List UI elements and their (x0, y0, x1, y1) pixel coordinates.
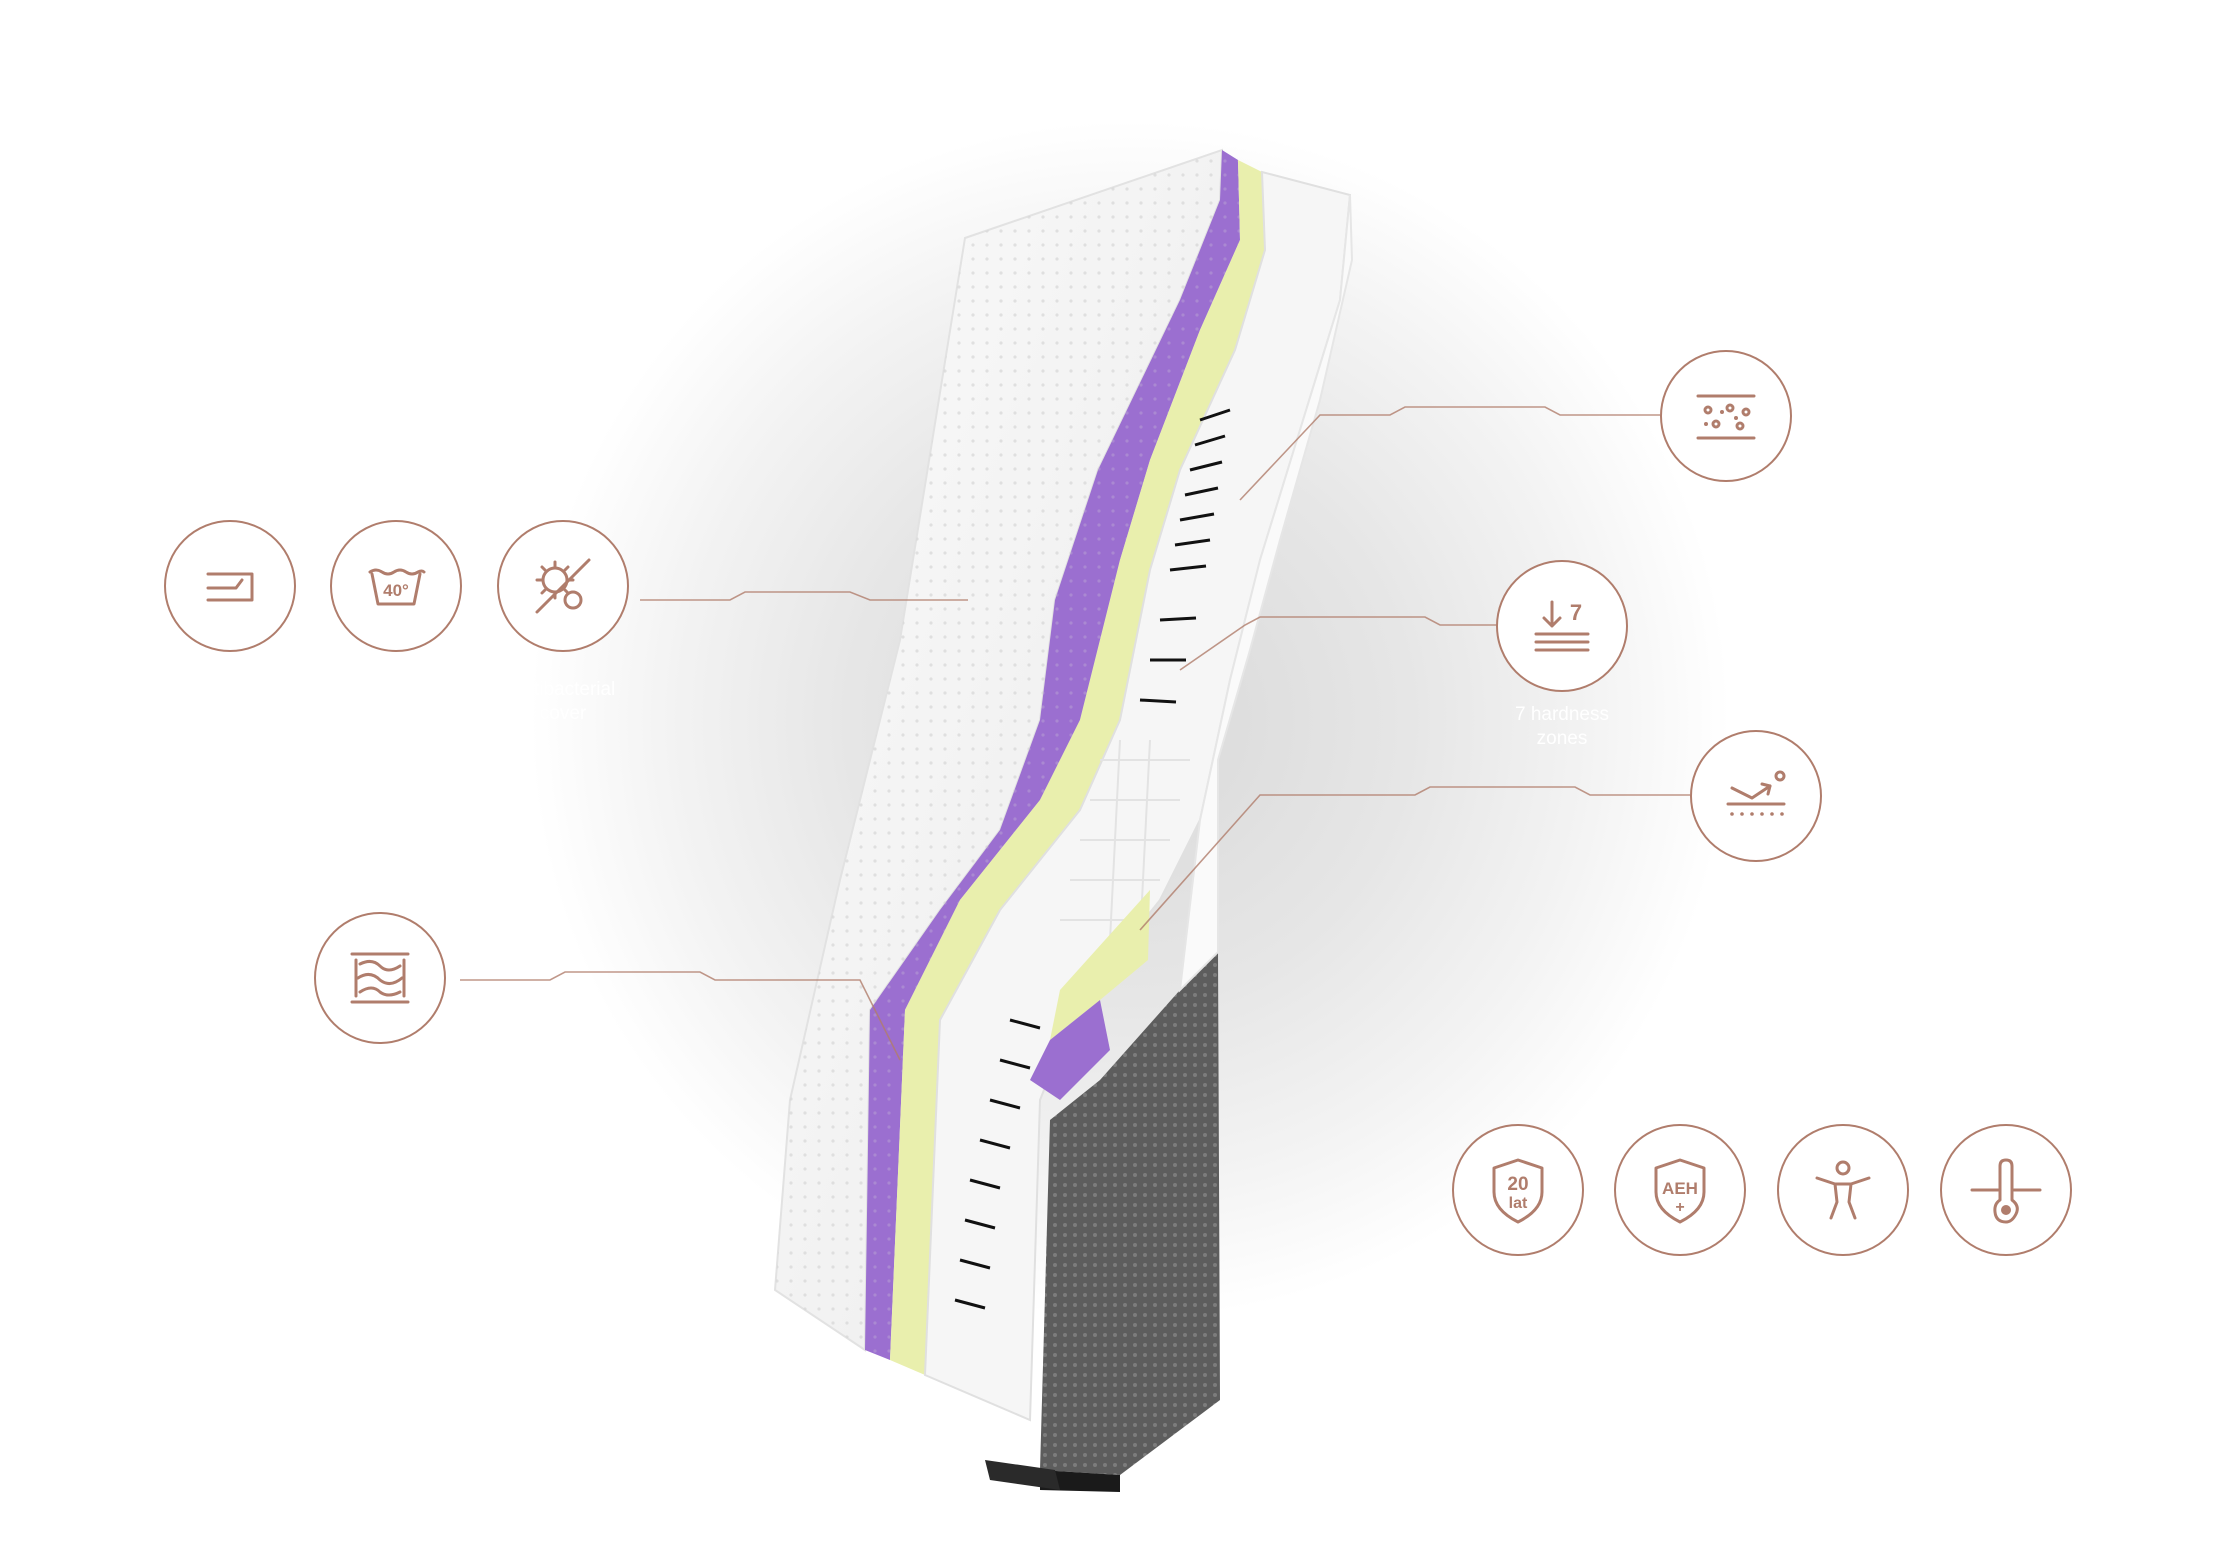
warranty-badge: 20 lat (1452, 1124, 1584, 1256)
aeh-badge: AEH + (1614, 1124, 1746, 1256)
ventilation-feature (1690, 730, 1822, 862)
antibacterial-caption: Antibacterial cover (510, 679, 616, 724)
body-support-icon (1815, 1160, 1871, 1220)
foam-cells-feature (1660, 350, 1792, 482)
lower-lime-fragment (1050, 890, 1150, 1040)
warranty-shield-icon: 20 lat (1492, 1158, 1544, 1224)
thermometer-badge (1940, 1124, 2072, 1256)
lower-purple-fragment (1030, 1000, 1110, 1100)
folded-cover-icon (206, 572, 254, 602)
wash-40-feature: 40° (330, 520, 462, 652)
svg-text:40°: 40° (383, 581, 409, 600)
svg-text:AEH: AEH (1662, 1179, 1698, 1198)
lime-foam-layer (890, 160, 1265, 1375)
svg-text:20: 20 (1507, 1174, 1528, 1195)
hardness-zones-feature: 7 (1496, 560, 1628, 692)
mattress-base-fabric (1040, 952, 1220, 1475)
thermometer-icon (1970, 1158, 2042, 1224)
ventilation-icon (1726, 770, 1786, 816)
zone-cuts (954, 408, 1231, 1310)
hardness-zones-caption: 7 hardness zones (1514, 704, 1609, 749)
mattress-side-cover (1178, 194, 1354, 993)
pocket-springs-feature (314, 912, 446, 1044)
antibacterial-icon (535, 558, 591, 614)
svg-text:+: + (1675, 1199, 1684, 1216)
folded-cover-feature (164, 520, 296, 652)
svg-text:7: 7 (1570, 600, 1582, 625)
svg-text:lat: lat (1509, 1195, 1528, 1212)
foam-cells-icon (1696, 394, 1756, 440)
wash-40-icon: 40° (368, 568, 426, 606)
body-support-badge (1777, 1124, 1909, 1256)
callout-lines (460, 406, 1690, 1061)
antibacterial-feature (497, 520, 629, 652)
pocket-springs-icon (350, 952, 410, 1004)
aeh-shield-icon: AEH + (1654, 1158, 1706, 1224)
hardness-zones-icon: 7 (1534, 600, 1590, 652)
